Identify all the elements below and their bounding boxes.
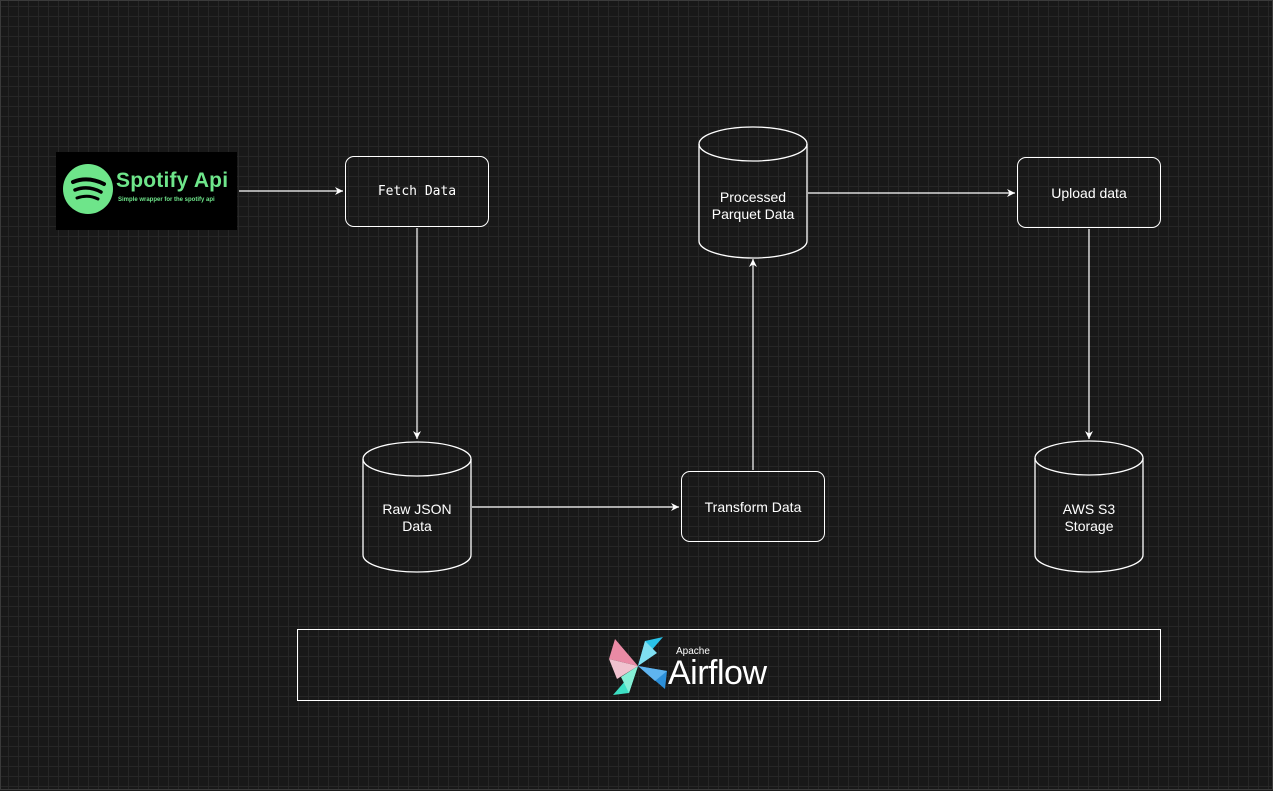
- spotify-api-logo[interactable]: Spotify Api Simple wrapper for the spoti…: [56, 152, 237, 230]
- aws-s3-label: AWS S3 Storage: [1035, 496, 1143, 540]
- transform-data-node[interactable]: Transform Data: [681, 471, 825, 542]
- processed-parquet-cylinder[interactable]: [698, 126, 808, 259]
- processed-parquet-label-line2: Parquet Data: [711, 206, 795, 222]
- raw-json-cylinder[interactable]: [362, 441, 472, 573]
- airflow-orchestrator-box[interactable]: [297, 629, 1161, 701]
- raw-json-label: Raw JSON Data: [363, 496, 471, 540]
- airflow-wordmark: Airflow: [668, 654, 767, 692]
- aws-s3-label-line2: Storage: [1064, 518, 1114, 534]
- transform-data-label: Transform Data: [704, 498, 802, 515]
- processed-parquet-label-line1: Processed: [719, 189, 787, 205]
- spotify-logo-subtitle: Simple wrapper for the spotify api: [118, 197, 215, 203]
- upload-data-node[interactable]: Upload data: [1017, 157, 1161, 228]
- upload-data-label: Upload data: [1051, 184, 1127, 201]
- raw-json-label-line2: Data: [402, 518, 432, 534]
- airflow-pinwheel-icon: [609, 637, 667, 695]
- spotify-logo-title: Spotify Api: [116, 169, 229, 192]
- spotify-icon: [63, 164, 113, 214]
- fetch-data-node[interactable]: Fetch Data: [345, 156, 489, 227]
- fetch-data-label: Fetch Data: [377, 184, 457, 199]
- airflow-apache-label: Apache: [676, 646, 710, 657]
- aws-s3-label-line1: AWS S3: [1062, 501, 1116, 517]
- raw-json-label-line1: Raw JSON: [382, 501, 452, 517]
- aws-s3-cylinder[interactable]: [1034, 440, 1144, 573]
- processed-parquet-label: Processed Parquet Data: [699, 184, 807, 228]
